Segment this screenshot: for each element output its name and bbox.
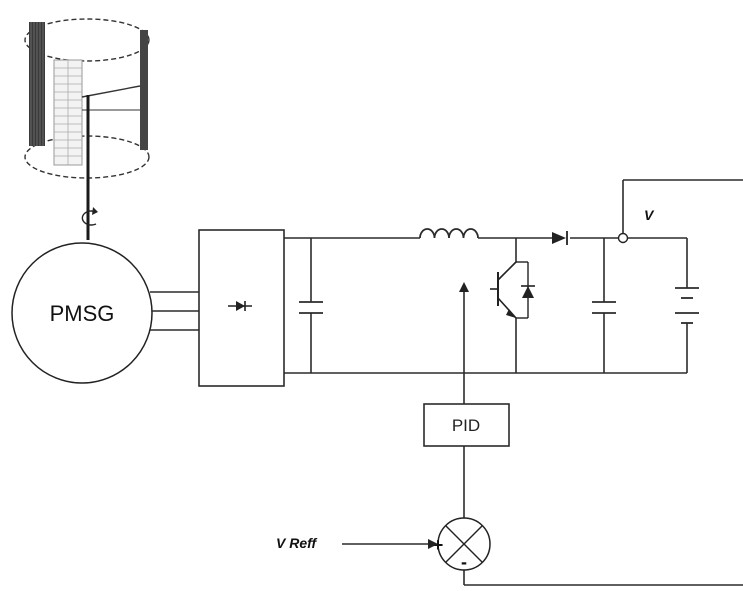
turbine-bottom-rim	[24, 135, 150, 179]
turbine-top-rim	[24, 18, 150, 62]
battery-icon	[675, 287, 699, 324]
rotation-arrow-icon	[81, 207, 98, 226]
boost-inductor	[419, 228, 479, 239]
dc-bus-wiring	[284, 179, 743, 586]
reference-voltage-label: V Reff	[276, 535, 318, 551]
pmsg-label: PMSG	[50, 301, 115, 326]
turbine-center-column	[53, 59, 83, 166]
rectifier-block	[198, 229, 285, 387]
igbt-icon	[490, 261, 535, 319]
turbine-left-blade-hatching	[30, 22, 44, 146]
pid-label: PID	[452, 416, 480, 435]
turbine-right-blade	[140, 30, 148, 150]
turbine-arm-upper	[81, 85, 141, 98]
diode-icon	[552, 231, 568, 245]
pid-controller-block	[423, 403, 510, 447]
pmsg-generator	[11, 242, 153, 384]
three-phase-lines	[150, 291, 199, 331]
output-voltage-label: V	[644, 207, 655, 223]
gate-signal-arrow	[459, 282, 469, 292]
summing-plus-sign: +	[433, 535, 444, 555]
reference-input-arrow	[428, 539, 438, 549]
output-voltage-node	[617, 232, 629, 244]
summing-minus-sign: -	[461, 552, 467, 572]
diode-icon	[228, 301, 252, 311]
input-capacitor	[299, 301, 323, 314]
output-capacitor	[592, 301, 616, 314]
vertical-axis-wind-turbine	[24, 18, 150, 240]
